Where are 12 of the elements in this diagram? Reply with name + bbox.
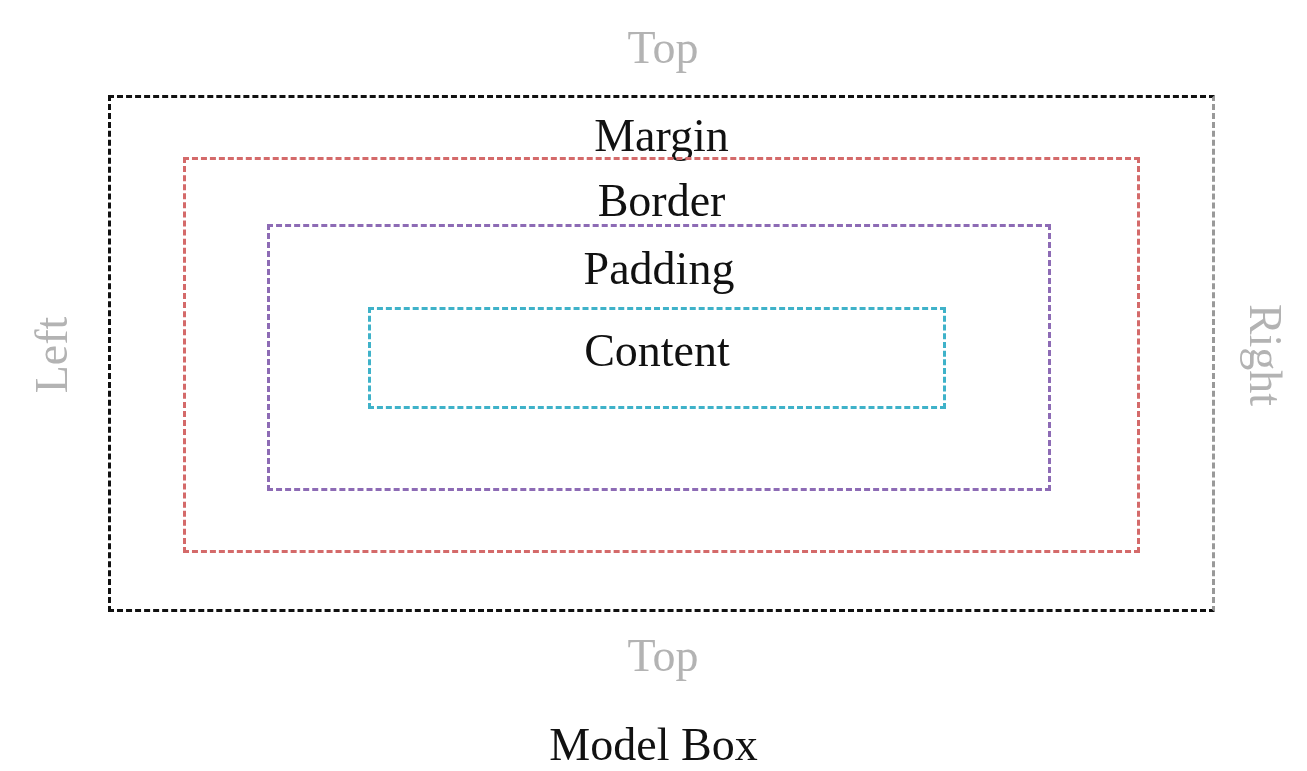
caption: Model Box bbox=[548, 722, 759, 768]
side-label: Right bbox=[1242, 303, 1289, 407]
box-label: Padding bbox=[582, 246, 736, 292]
dashed-box bbox=[267, 224, 1051, 491]
dashed-box bbox=[368, 307, 946, 409]
box-label: Border bbox=[596, 178, 727, 224]
side-label: Left bbox=[28, 316, 75, 394]
side-label: Top bbox=[627, 633, 699, 679]
box-label: Content bbox=[583, 328, 731, 374]
side-label: Top bbox=[627, 25, 699, 71]
dashed-box bbox=[108, 95, 1215, 612]
box-label: Margin bbox=[593, 113, 730, 159]
